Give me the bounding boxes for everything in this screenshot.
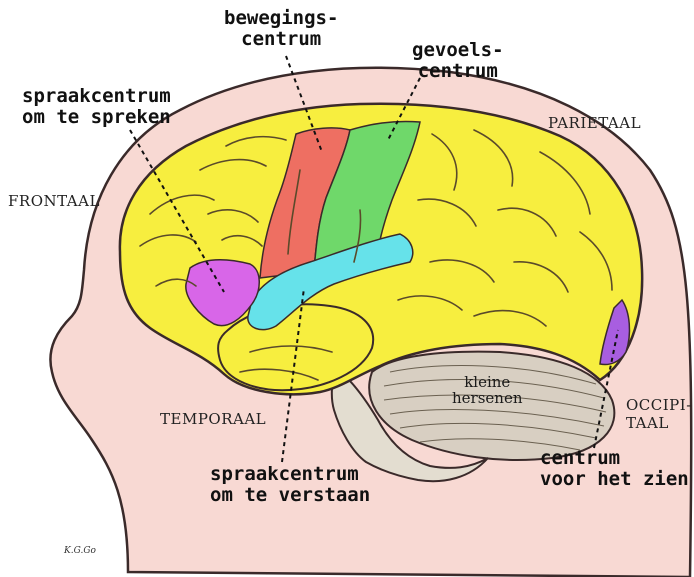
cerebellum	[368, 350, 616, 461]
brain-folds	[139, 129, 613, 381]
temporal-lobe-label: TEMPORAAL	[160, 410, 267, 428]
vision-area	[599, 298, 631, 366]
artist-signature: K.G.Go	[64, 546, 96, 556]
occipital-lobe-label: OCCIPI- TAAL	[626, 396, 692, 432]
leader-lines	[129, 55, 619, 463]
brainstem	[330, 366, 489, 483]
parietal-lobe-label: PARIETAAL	[548, 114, 642, 132]
sensory-center-label: gevoels- centrum	[412, 39, 504, 82]
leader-sensory	[387, 77, 421, 141]
frontal-lobe-label: FRONTAAL	[8, 192, 100, 210]
leader-speech-comprehension	[281, 287, 305, 463]
leader-motor	[285, 55, 323, 153]
speech-comprehension-label: spraakcentrum om te verstaan	[210, 463, 371, 506]
cerebellum-label: kleine hersenen	[452, 373, 523, 407]
cerebellum-folds	[383, 365, 607, 451]
speech-production-label: spraakcentrum om te spreken	[22, 85, 171, 128]
motor-center-label: bewegings- centrum	[224, 7, 339, 50]
speech-comprehension-area	[247, 233, 414, 331]
speech-production-area	[185, 259, 260, 327]
vision-center-label: centrum voor het zien	[540, 447, 689, 490]
